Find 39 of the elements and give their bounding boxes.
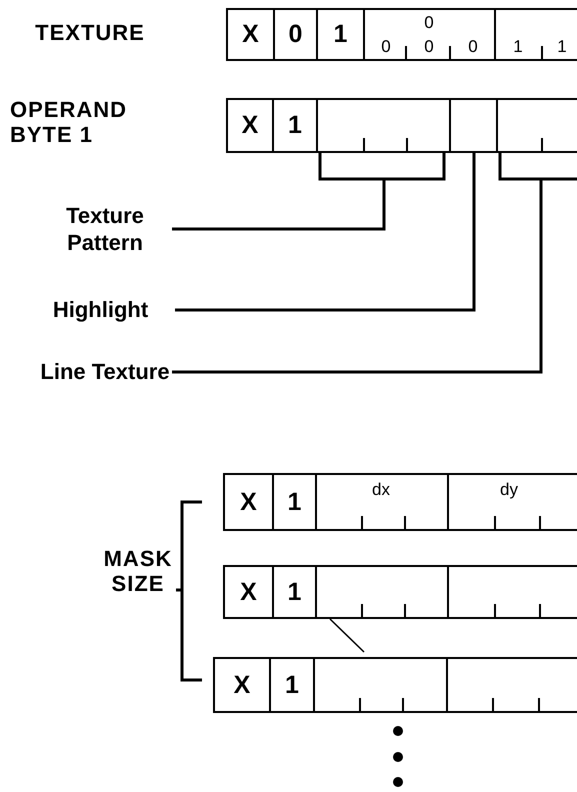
bit-value: 1 — [557, 38, 567, 56]
row-label: OPERAND BYTE 1 — [10, 97, 128, 147]
leader-line — [170, 152, 577, 374]
bit-field: 1 — [272, 565, 317, 619]
bit-field — [363, 8, 496, 61]
bit-field: X — [226, 98, 274, 153]
leader-line — [175, 153, 476, 312]
bit-field — [316, 98, 451, 153]
bit-field: X — [226, 8, 275, 61]
bit-field — [447, 473, 577, 531]
leader-label: Line Texture — [40, 358, 170, 385]
bit-field: 1 — [272, 98, 318, 153]
bit-value: dx — [372, 481, 390, 499]
leader-label: Highlight — [28, 296, 173, 323]
bit-field: 1 — [316, 8, 365, 61]
bit-value: 0 — [424, 14, 434, 32]
row-label: TEXTURE — [34, 20, 146, 45]
bit-field — [313, 657, 448, 713]
bit-field: X — [223, 473, 274, 531]
bit-field — [449, 98, 498, 153]
bit-value: 0 — [468, 38, 478, 56]
bit-field: 1 — [272, 473, 317, 531]
bit-field — [315, 565, 449, 619]
leader-line — [170, 152, 446, 230]
bit-value: 0 — [424, 38, 434, 56]
bit-field — [315, 473, 449, 531]
row-label: MASK SIZE — [102, 546, 174, 596]
bit-field: X — [213, 657, 271, 713]
bit-value: 1 — [513, 38, 523, 56]
bit-field — [446, 657, 577, 713]
leader-label: Texture Pattern — [40, 202, 170, 256]
bit-field — [494, 8, 577, 61]
bit-value: 0 — [381, 38, 391, 56]
bit-value: dy — [500, 481, 518, 499]
bit-field — [447, 565, 577, 619]
bit-field: 0 — [273, 8, 318, 61]
bit-field — [496, 98, 577, 153]
bit-field: X — [223, 565, 274, 619]
bit-field: 1 — [269, 657, 315, 713]
